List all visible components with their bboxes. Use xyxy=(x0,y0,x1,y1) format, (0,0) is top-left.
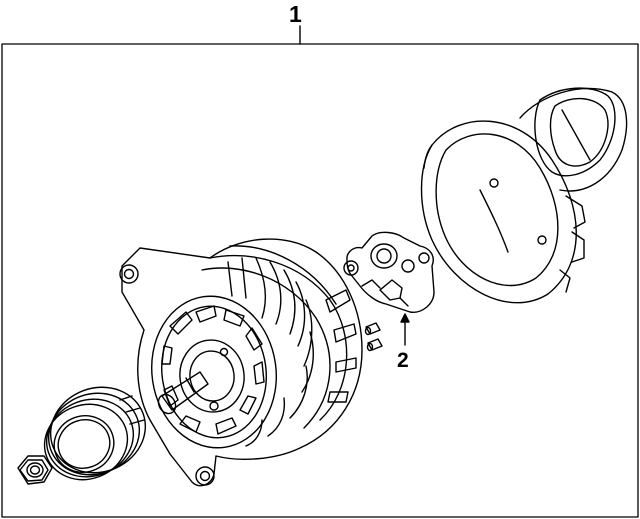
pulley-nut xyxy=(17,455,53,485)
pulley xyxy=(43,386,147,481)
brush-pins xyxy=(364,322,383,352)
assembly-frame xyxy=(1,43,639,518)
callout-1-label: 1 xyxy=(289,1,302,27)
callout-2-label: 2 xyxy=(397,349,409,372)
rear-cover xyxy=(420,87,628,304)
callout-2-arrowhead xyxy=(400,313,410,323)
voltage-regulator xyxy=(343,231,435,313)
alternator-body xyxy=(119,238,363,487)
